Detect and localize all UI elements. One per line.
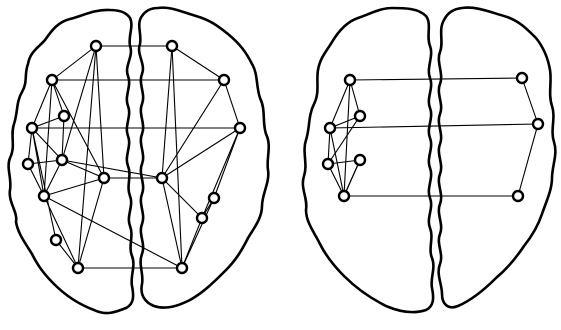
reduced-network-node-c2 (355, 111, 365, 121)
network-edges (28, 46, 538, 268)
reduced-network-node-c1 (345, 75, 355, 85)
reduced-network-edge-c3-d2 (330, 124, 538, 128)
full-network-node-a8 (99, 173, 109, 183)
full-network-edge-b6-b7 (182, 218, 202, 268)
reduced-network-node-c4 (323, 159, 333, 169)
full-network-edge-a6-a8 (62, 160, 104, 178)
full-network-node-a3 (59, 111, 69, 121)
network-nodes (23, 41, 543, 273)
full-network-node-b4 (157, 173, 167, 183)
full-network-edge-b1-b2 (172, 46, 224, 80)
full-network-edge-a4-a10 (32, 128, 56, 240)
reduced-network-node-d1 (517, 73, 527, 83)
reduced-network-node-d2 (533, 119, 543, 129)
full-network-edge-b5-b7 (182, 198, 214, 268)
full-network-edge-a7-a8 (44, 178, 104, 196)
full-network-edge-a1-a8 (96, 46, 104, 178)
reduced-network-node-c6 (339, 191, 349, 201)
full-network-edge-a7-b7 (44, 196, 182, 268)
full-network-edge-b4-b6 (162, 178, 202, 218)
full-network-node-b3 (235, 123, 245, 133)
full-network-node-a10 (51, 235, 61, 245)
right-panel-right-hemisphere-outline (439, 8, 556, 308)
full-network-node-b1 (167, 41, 177, 51)
full-network-edge-b1-b4 (162, 46, 172, 178)
left-panel-right-hemisphere-outline (139, 8, 269, 308)
full-network-edge-b3-b6 (202, 128, 240, 218)
full-network-edge-b2-b3 (224, 80, 240, 128)
full-network-edge-b1-b7 (172, 46, 182, 268)
reduced-network-edge-c1-d1 (350, 78, 522, 80)
full-network-node-b2 (219, 75, 229, 85)
full-network-node-a4 (27, 123, 37, 133)
full-network-edge-b2-b4 (162, 80, 224, 178)
reduced-network-edge-d1-d2 (522, 78, 538, 124)
full-network-node-b6 (197, 213, 207, 223)
reduced-network-edge-d2-d3 (518, 124, 538, 196)
right-panel-left-hemisphere-outline (303, 8, 434, 312)
full-network-edge-a7-a11 (44, 196, 78, 268)
full-network-node-a1 (91, 41, 101, 51)
full-network-edge-a1-a2 (52, 46, 96, 80)
reduced-network-node-c3 (325, 123, 335, 133)
full-network-node-a11 (73, 263, 83, 273)
full-network-node-a2 (47, 75, 57, 85)
full-network-node-a5 (23, 159, 33, 169)
full-network-edge-a6-b4 (62, 160, 162, 178)
reduced-network-node-c5 (355, 155, 365, 165)
full-network-edge-b3-b4 (162, 128, 240, 178)
full-network-node-a7 (39, 191, 49, 201)
full-network-node-a6 (57, 155, 67, 165)
full-network-node-b7 (177, 263, 187, 273)
full-network-node-b5 (209, 193, 219, 203)
reduced-network-node-d3 (513, 191, 523, 201)
